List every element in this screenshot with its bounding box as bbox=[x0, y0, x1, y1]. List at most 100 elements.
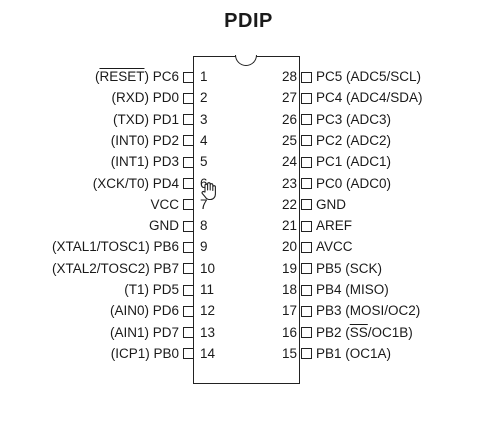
pin-label: (XCK/T0) PD4 bbox=[93, 176, 179, 192]
pin-label: (INT1) PD3 bbox=[111, 154, 179, 170]
pin-label-part: (INT0) PD2 bbox=[110, 132, 179, 148]
pin-box bbox=[183, 135, 194, 147]
pin-label: PB4 (MISO) bbox=[316, 282, 389, 298]
pin-number: 25 bbox=[281, 132, 297, 148]
pin-box bbox=[301, 327, 312, 339]
pin-label-part: PC1 (ADC1) bbox=[316, 154, 392, 170]
pin-number: 6 bbox=[200, 175, 208, 191]
pin-box bbox=[301, 199, 312, 211]
pin-number: 26 bbox=[281, 111, 297, 127]
pin-box bbox=[301, 92, 312, 104]
pin-label-part: GND bbox=[316, 196, 346, 212]
pin-number: 9 bbox=[200, 239, 208, 255]
pin-label-part: PB1 (OC1A) bbox=[316, 345, 392, 361]
pin-label: PC0 (ADC0) bbox=[316, 176, 391, 192]
chip-notch bbox=[235, 55, 257, 66]
pin-label-part: (XTAL1/TOSC1) PB6 bbox=[51, 239, 179, 255]
pin-number: 15 bbox=[281, 345, 297, 361]
chip-outline bbox=[193, 55, 300, 384]
package-title: PDIP bbox=[224, 10, 273, 32]
pin-box bbox=[301, 220, 312, 232]
pin-label: PC2 (ADC2) bbox=[316, 133, 391, 149]
pin-label-part: (INT1) PD3 bbox=[110, 154, 179, 170]
pin-label: PC1 (ADC1) bbox=[316, 154, 391, 170]
pin-number: 21 bbox=[281, 218, 297, 234]
pin-number: 19 bbox=[281, 260, 297, 276]
pin-label-part: SS bbox=[349, 324, 368, 340]
pin-label-part: (AIN0) PD6 bbox=[109, 303, 179, 319]
pin-label: AVCC bbox=[316, 239, 353, 255]
pin-box bbox=[301, 135, 312, 147]
pin-label-part: (TXD) PD1 bbox=[112, 111, 179, 127]
pin-label-part: ) PC6 bbox=[144, 69, 179, 84]
pin-label-part: (T1) PD5 bbox=[124, 282, 179, 297]
pin-box bbox=[301, 156, 312, 168]
pin-label-part: (RXD) PD0 bbox=[111, 90, 179, 106]
pin-label-part: PC3 (ADC3) bbox=[316, 111, 392, 127]
pin-box bbox=[301, 114, 312, 126]
pin-number: 18 bbox=[281, 282, 297, 297]
pin-label: PB3 (MOSI/OC2) bbox=[316, 303, 420, 319]
pin-number: 23 bbox=[281, 175, 297, 191]
pin-label: PB1 (OC1A) bbox=[316, 346, 391, 362]
pin-number: 11 bbox=[200, 282, 215, 297]
pin-label-part: (AIN1) PD7 bbox=[109, 324, 179, 340]
pin-label: (AIN1) PD7 bbox=[110, 325, 179, 341]
pin-label: GND bbox=[316, 197, 346, 213]
pin-number: 17 bbox=[281, 303, 297, 319]
pin-label: (ICP1) PB0 bbox=[111, 346, 179, 362]
pin-number: 22 bbox=[281, 196, 297, 212]
pin-box bbox=[183, 178, 194, 189]
pin-box bbox=[183, 92, 194, 104]
pin-box bbox=[183, 220, 194, 232]
pin-box bbox=[301, 178, 312, 189]
pin-label: PB2 (SS/OC1B) bbox=[316, 325, 413, 341]
pin-box bbox=[183, 114, 194, 126]
pin-box bbox=[183, 156, 194, 168]
pin-label-part: PC4 (ADC4/SDA) bbox=[316, 90, 423, 106]
pin-box bbox=[183, 284, 194, 296]
pin-number: 5 bbox=[200, 154, 208, 170]
pin-number: 7 bbox=[200, 196, 208, 212]
pin-number: 24 bbox=[281, 154, 297, 170]
pin-box bbox=[183, 241, 194, 253]
pin-label-part: VCC bbox=[150, 196, 179, 212]
pin-box bbox=[301, 348, 312, 360]
pin-label: (AIN0) PD6 bbox=[110, 303, 179, 319]
pin-label: VCC bbox=[150, 197, 179, 213]
pin-label-part: PC2 (ADC2) bbox=[316, 132, 392, 148]
pin-number: 28 bbox=[281, 69, 297, 84]
pin-label: PB5 (SCK) bbox=[316, 261, 382, 277]
pin-label: GND bbox=[149, 218, 179, 234]
pin-number: 10 bbox=[200, 260, 216, 276]
pin-label: PC3 (ADC3) bbox=[316, 112, 391, 128]
pin-number: 13 bbox=[200, 324, 216, 340]
pin-label-part: (XCK/T0) PD4 bbox=[92, 175, 179, 191]
pin-number: 14 bbox=[200, 345, 216, 361]
pin-label: (RESET) PC6 bbox=[95, 69, 179, 85]
pin-label: (INT0) PD2 bbox=[111, 133, 179, 149]
pin-label-part: PC5 (ADC5/SCL) bbox=[316, 69, 422, 84]
pin-label: AREF bbox=[316, 218, 352, 234]
pin-label-part: (ICP1) PB0 bbox=[110, 345, 179, 361]
pin-box bbox=[183, 327, 194, 339]
pin-label: (XTAL2/TOSC2) PB7 bbox=[52, 261, 179, 277]
pin-box bbox=[301, 284, 312, 296]
pin-label-part: RESET bbox=[99, 69, 145, 84]
pin-box bbox=[301, 241, 312, 253]
pin-label-part: GND bbox=[149, 218, 179, 234]
pin-number: 12 bbox=[200, 303, 216, 319]
pin-number: 20 bbox=[281, 239, 297, 255]
pin-number: 27 bbox=[281, 90, 297, 106]
pin-box bbox=[183, 71, 194, 83]
pin-label-part: ( bbox=[94, 69, 100, 84]
pin-label: (T1) PD5 bbox=[124, 282, 179, 298]
pin-label-part: PB3 (MOSI/OC2) bbox=[316, 303, 421, 319]
pin-box bbox=[183, 263, 194, 275]
pin-number: 8 bbox=[200, 218, 208, 234]
pin-box bbox=[183, 305, 194, 317]
pin-label-part: PB5 (SCK) bbox=[316, 260, 383, 276]
pin-number: 2 bbox=[200, 90, 208, 106]
hand-cursor-icon bbox=[201, 182, 216, 201]
pin-label: (XTAL1/TOSC1) PB6 bbox=[52, 239, 179, 255]
